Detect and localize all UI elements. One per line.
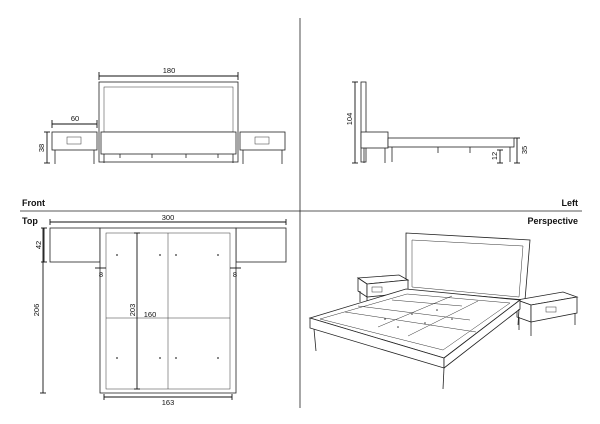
top-mattress-length-dimension: 203: [128, 304, 137, 317]
top-view: 300 42 8 8 206 203: [32, 213, 287, 407]
front-nightstand-height-dimension: 38: [37, 144, 46, 152]
top-mattress-width-dimension: 160: [144, 310, 157, 319]
left-headboard-height-dimension: 104: [345, 113, 354, 126]
top-left-side-dimension: 8: [99, 270, 103, 279]
left-view: 104 12 35: [345, 81, 529, 164]
front-nightstand-width-dimension: 60: [71, 114, 79, 123]
front-width-dimension: 180: [163, 66, 176, 75]
front-view-label: Front: [22, 198, 45, 208]
left-frame-height-dimension: 35: [520, 146, 529, 154]
left-leg-height-dimension: 12: [490, 152, 499, 160]
top-view-label: Top: [22, 216, 38, 226]
top-nightstand-depth-dimension: 42: [34, 241, 43, 249]
top-total-width-dimension: 300: [162, 213, 175, 222]
left-view-label: Left: [562, 198, 579, 208]
perspective-view: [308, 232, 579, 390]
front-view: 180 60 38: [37, 66, 286, 164]
top-bed-width-dimension: 163: [162, 398, 175, 407]
top-right-side-dimension: 8: [233, 270, 237, 279]
top-length-dimension: 206: [32, 304, 41, 317]
perspective-view-label: Perspective: [527, 216, 578, 226]
